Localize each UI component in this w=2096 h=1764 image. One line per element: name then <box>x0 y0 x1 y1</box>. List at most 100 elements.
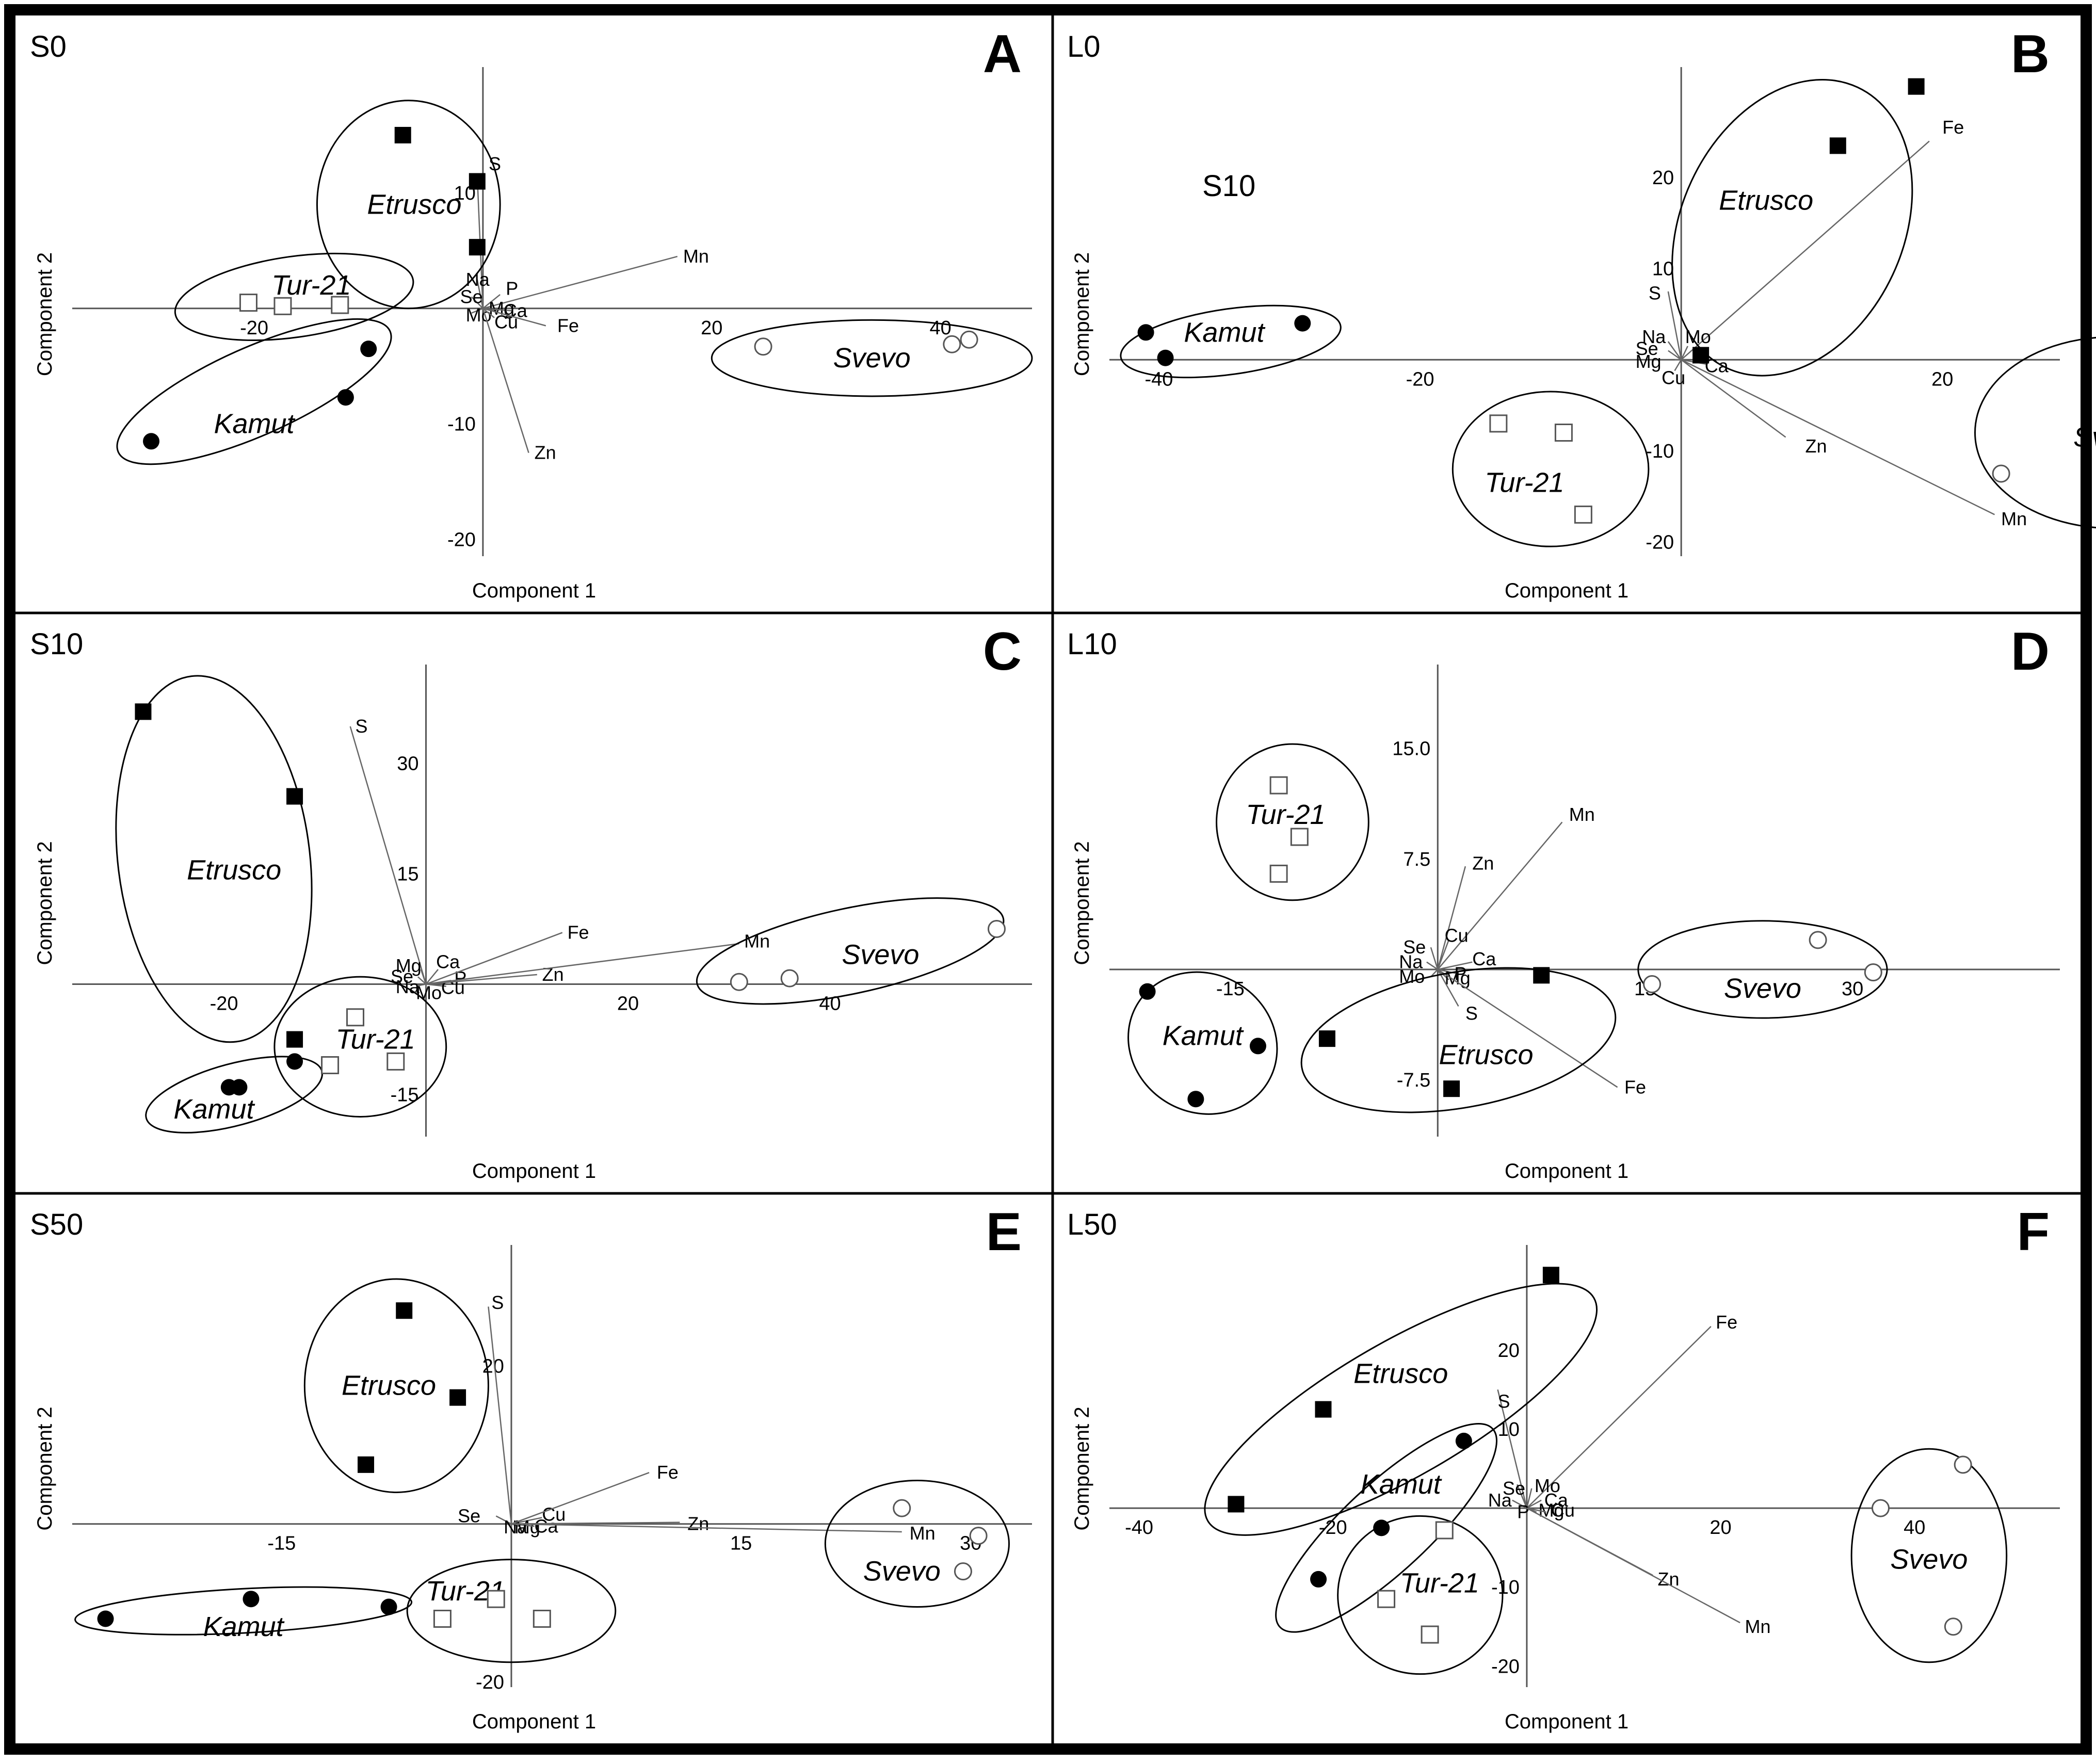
loading-vector-mn: Mn <box>482 246 709 310</box>
loading-vector-fe: Fe <box>482 308 579 336</box>
data-point <box>1373 1519 1390 1536</box>
loading-vector-zn: Zn <box>1681 359 1827 457</box>
y-axis-label: Component 2 <box>1071 1406 1093 1530</box>
data-point <box>1290 828 1309 846</box>
group-ellipse-etrusco <box>1671 79 1913 377</box>
loading-vector-mn: Mn <box>1526 1507 1771 1637</box>
x-axis-label: Component 1 <box>1505 579 1629 602</box>
loading-label: Mg <box>1636 351 1662 372</box>
loading-label: Mn <box>910 1523 936 1544</box>
loading-label: Cu <box>1445 925 1469 946</box>
loading-label: Zn <box>1805 435 1827 457</box>
loading-label: Cu <box>542 1503 566 1525</box>
y-tick-label: 20 <box>1498 1340 1520 1362</box>
data-point <box>346 1008 365 1027</box>
y-tick-label: 20 <box>1652 167 1674 189</box>
loading-label: S <box>1498 1390 1510 1412</box>
loading-label: Zn <box>1657 1568 1679 1590</box>
loading-vector-fe: Fe <box>426 922 589 985</box>
panel-extra-label: S10 <box>1202 169 1255 203</box>
loading-vector-se: Se <box>1503 1478 1528 1509</box>
loading-vector-p: P <box>1438 963 1466 984</box>
loading-label: Se <box>460 286 483 307</box>
group-ellipse-tur-21 <box>174 252 414 342</box>
data-point <box>1421 1625 1439 1644</box>
group-ellipse-tur-21 <box>273 976 447 1118</box>
data-point <box>469 239 486 256</box>
loading-label: S <box>491 1292 504 1313</box>
data-point <box>1992 464 2010 483</box>
y-tick-label: -10 <box>447 414 476 435</box>
loading-vector-s: S <box>1497 1389 1528 1509</box>
loading-label: Mg <box>514 1516 540 1538</box>
loading-label: Na <box>1399 951 1423 973</box>
loading-label: P <box>1517 1501 1529 1523</box>
loading-label: Fe <box>1624 1076 1646 1097</box>
loading-label: Cu <box>1551 1500 1575 1521</box>
loading-label: Zn <box>1472 852 1494 873</box>
loading-vector-fe: Fe <box>511 1462 679 1525</box>
loading-label: Ca <box>534 1515 558 1536</box>
data-point <box>1692 347 1710 364</box>
data-point <box>1377 1590 1396 1608</box>
loading-vector-cu: Cu <box>1662 359 1685 389</box>
data-point <box>97 1610 114 1627</box>
panel-letter: E <box>986 1202 1022 1262</box>
x-axis-label: Component 1 <box>472 579 596 602</box>
y-tick-label: 30 <box>397 753 418 774</box>
x-tick-label: 40 <box>930 317 952 339</box>
x-tick-label: -40 <box>1125 1517 1153 1539</box>
group-ellipse-kamut <box>74 1586 413 1636</box>
loading-vector-cu: Cu <box>1526 1500 1575 1521</box>
group-label: Svevo <box>833 343 911 374</box>
data-point <box>1139 983 1156 1000</box>
loading-label: Fe <box>568 922 589 943</box>
loading-vector-mo: Mo <box>416 982 442 1004</box>
loading-vector-se: Se <box>460 286 483 309</box>
y-axis-label: Component 2 <box>34 252 56 376</box>
data-point <box>487 1590 505 1608</box>
loading-label: S <box>1649 282 1661 303</box>
group-label: Kamut <box>1361 1469 1442 1500</box>
loading-vector-cu: Cu <box>1437 925 1469 970</box>
data-point <box>533 1609 551 1628</box>
loading-vector-na: Na <box>1488 1490 1527 1511</box>
data-point <box>1443 1080 1460 1097</box>
data-point <box>1157 349 1174 366</box>
data-point <box>1435 1521 1454 1540</box>
group-label: Tur-21 <box>271 270 351 301</box>
group-label: Kamut <box>173 1094 255 1125</box>
data-point <box>754 337 772 356</box>
loading-label: Mo <box>1535 1475 1560 1496</box>
group-ellipse-kamut <box>116 318 392 465</box>
x-axis-label: Component 1 <box>472 1710 596 1733</box>
y-tick-label: -10 <box>1491 1577 1520 1598</box>
x-tick-label: -20 <box>240 317 268 339</box>
loading-label: Mn <box>1745 1616 1771 1637</box>
data-point <box>1455 1432 1472 1449</box>
loading-label: Fe <box>557 315 579 336</box>
data-point <box>969 1527 988 1545</box>
group-ellipse-tur-21 <box>406 1559 617 1663</box>
loading-label: Mn <box>744 931 770 952</box>
panel-letter: B <box>2011 24 2050 84</box>
data-point <box>469 173 486 190</box>
data-point <box>358 1456 375 1473</box>
group-label: Tur-21 <box>336 1024 415 1055</box>
x-tick-label: -15 <box>267 1533 296 1555</box>
loading-vector-mn: Mn <box>511 1523 936 1544</box>
data-point <box>1187 1091 1204 1108</box>
data-point <box>1533 967 1550 984</box>
group-ellipse-svevo <box>1850 1448 2008 1663</box>
y-axis-label: Component 2 <box>34 841 56 965</box>
group-label: Etrusco <box>187 854 281 885</box>
loading-label: S <box>356 716 368 737</box>
group-label: Svevo <box>1724 973 1801 1004</box>
x-axis-label: Component 1 <box>1505 1160 1629 1183</box>
y-axis-label: Component 2 <box>34 1406 56 1530</box>
group-label: Kamut <box>203 1611 285 1642</box>
